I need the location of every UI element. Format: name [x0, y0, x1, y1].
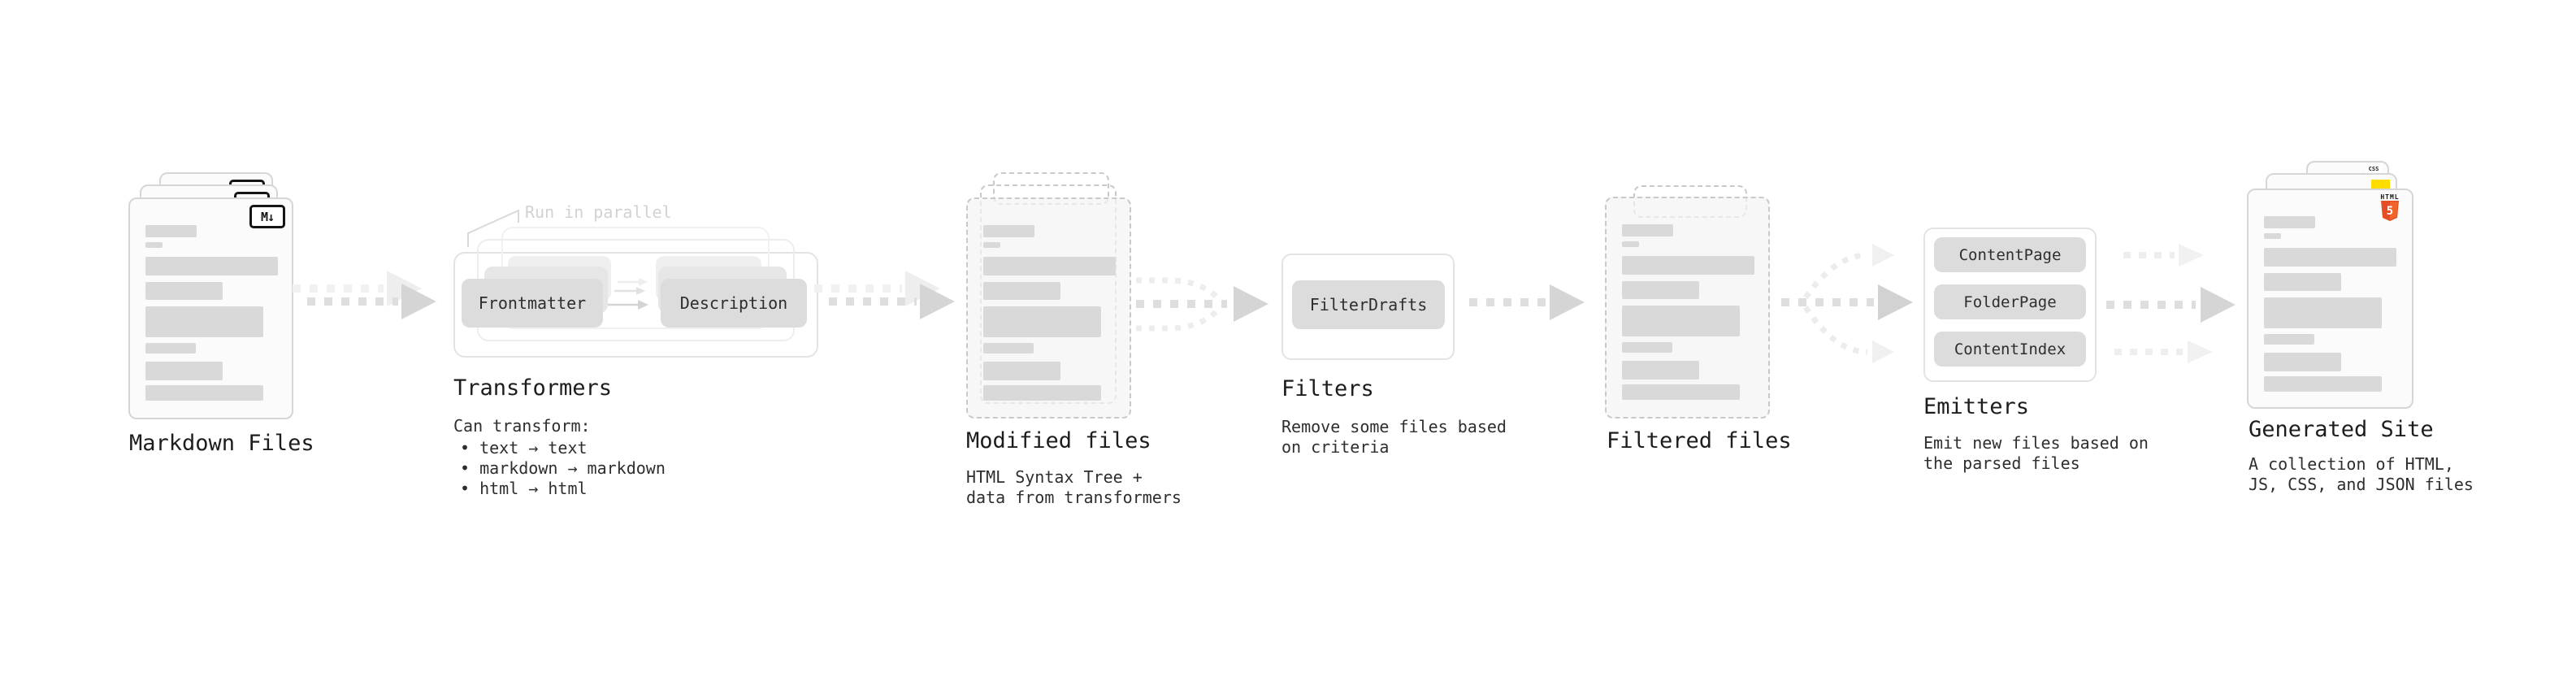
- html5-shield: 5: [2381, 201, 2399, 221]
- placeholder-bar: [983, 362, 1060, 380]
- placeholder-bar: [2264, 297, 2382, 328]
- arrow-markdown-to-transformers: [293, 271, 436, 319]
- svg-text:5: 5: [2387, 205, 2393, 218]
- placeholder-bar: [1622, 241, 1639, 247]
- generated-site-title: Generated Site: [2249, 417, 2434, 442]
- modified-files-desc: HTML Syntax Tree +: [966, 467, 1143, 487]
- placeholder-bar: [145, 242, 163, 248]
- placeholder-bar: [2264, 233, 2281, 239]
- placeholder-bar: [1622, 384, 1740, 400]
- description-box: Description: [661, 279, 807, 327]
- contentindex-box: ContentIndex: [1934, 332, 2086, 367]
- filterdrafts-box: FilterDrafts: [1292, 280, 1445, 329]
- generated-site-desc: A collection of HTML,: [2249, 454, 2454, 474]
- run-in-parallel-note: Run in parallel: [525, 202, 672, 222]
- modified-files-title: Modified files: [966, 428, 1151, 453]
- placeholder-bar: [1622, 306, 1740, 336]
- placeholder-bar: [145, 385, 263, 401]
- arrow-transformers-to-modified: [814, 271, 955, 319]
- generated-site-desc: JS, CSS, and JSON files: [2249, 475, 2474, 494]
- arrow-filtered-to-emitters: [1781, 244, 1913, 363]
- generated-doc-html: HTML 5: [2247, 189, 2413, 409]
- transformers-bullet: • markdown → markdown: [460, 458, 666, 478]
- placeholder-bar: [145, 306, 263, 337]
- filtered-doc-front: [1605, 197, 1770, 419]
- folderpage-box: FolderPage: [1934, 284, 2086, 319]
- filtered-files-title: Filtered files: [1607, 428, 1792, 453]
- js-file-icon: [2371, 180, 2390, 189]
- placeholder-bar: [2264, 376, 2382, 392]
- contentpage-box: ContentPage: [1934, 237, 2086, 272]
- placeholder-bar: [1622, 342, 1672, 353]
- arrow-modified-to-filters: [1136, 277, 1268, 332]
- emitters-desc: Emit new files based on: [1923, 433, 2149, 453]
- filters-title: Filters: [1281, 376, 1374, 401]
- markdown-icon: M↓: [249, 205, 285, 228]
- markdown-files-title: Markdown Files: [129, 431, 314, 456]
- placeholder-bar: [145, 282, 223, 300]
- placeholder-bar: [983, 385, 1101, 401]
- filters-desc: Remove some files based: [1281, 417, 1507, 436]
- emitters-title: Emitters: [1923, 394, 2030, 419]
- placeholder-bar: [145, 257, 278, 275]
- transformers-bullet: • html → html: [460, 479, 588, 498]
- emitters-desc: the parsed files: [1923, 453, 2080, 473]
- html5-icon: HTML 5: [2378, 193, 2402, 225]
- placeholder-bar: [1622, 256, 1754, 275]
- placeholder-bar: [1622, 361, 1699, 380]
- transformers-title: Transformers: [453, 375, 613, 401]
- placeholder-bar: [2264, 216, 2315, 228]
- placeholder-bar: [2264, 273, 2341, 291]
- placeholder-bar: [983, 343, 1034, 354]
- placeholder-bar: [1622, 224, 1673, 236]
- placeholder-bar: [1622, 281, 1699, 299]
- placeholder-bar: [983, 306, 1101, 337]
- arrow-filters-to-filtered: [1469, 284, 1585, 320]
- placeholder-bar: [983, 282, 1060, 300]
- transformers-bullet: • text → text: [460, 438, 588, 458]
- modified-files-desc: data from transformers: [966, 488, 1182, 507]
- placeholder-bar: [145, 362, 223, 380]
- placeholder-bar: [983, 242, 1000, 248]
- placeholder-bar: [983, 257, 1116, 275]
- transformers-desc: Can transform:: [453, 416, 591, 436]
- modified-doc-front: [966, 197, 1131, 419]
- filters-desc: on criteria: [1281, 437, 1390, 457]
- placeholder-bar: [145, 225, 197, 237]
- placeholder-bar: [2264, 334, 2314, 345]
- placeholder-bar: [2264, 248, 2396, 267]
- placeholder-bar: [2264, 353, 2341, 371]
- frontmatter-box: Frontmatter: [462, 279, 603, 327]
- markdown-doc-front: M↓: [128, 197, 293, 419]
- placeholder-bar: [983, 225, 1034, 237]
- arrows-emitters-to-generated: [2106, 244, 2236, 363]
- placeholder-bar: [145, 343, 196, 354]
